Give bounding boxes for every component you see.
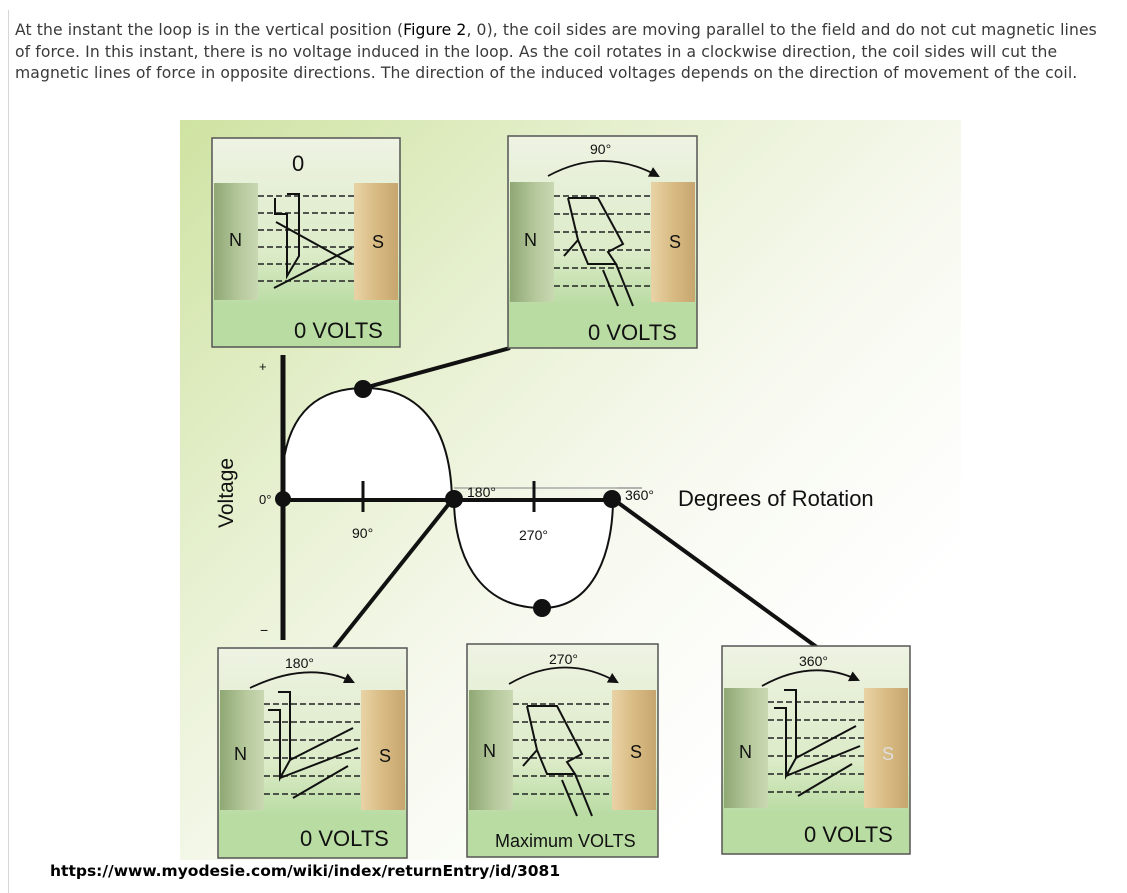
figure-svg: Voltage + − 0° 90° 180° 270° 360° Degree… (211, 135, 911, 859)
point-360 (603, 490, 621, 508)
panel-south-label: S (379, 746, 391, 766)
north-pole (724, 688, 768, 808)
flux-lines (264, 703, 361, 795)
generator-panel-0: 0 N S 0 VOLTS (211, 137, 401, 348)
minus-sign: − (260, 622, 268, 638)
flux-lines (513, 703, 612, 795)
panel-north-label: N (229, 230, 242, 250)
generator-panel-90: 90° N S 0 VOLTS (507, 135, 698, 349)
generator-panel-270: 270° N S Maximum VOLTS (466, 643, 659, 858)
panel-voltage: Maximum VOLTS (495, 831, 636, 851)
panel-angle: 270° (549, 651, 578, 667)
north-pole (220, 690, 264, 810)
panel-north-label: N (483, 741, 496, 761)
tick-label-180: 180° (467, 484, 496, 500)
paragraph-text-before: At the instant the loop is in the vertic… (15, 21, 404, 39)
connector-360 (611, 497, 820, 650)
panel-angle: 0 (292, 151, 304, 176)
origin-label: 0° (259, 492, 271, 507)
panel-south-label: S (882, 744, 894, 764)
panel-voltage: 0 VOLTS (804, 822, 893, 847)
south-pole (864, 688, 908, 808)
panel-voltage: 0 VOLTS (300, 826, 389, 851)
panel-angle: 180° (285, 655, 314, 671)
point-0 (275, 491, 291, 507)
north-pole (214, 183, 258, 300)
page-left-rule (8, 10, 9, 893)
panel-north-label: N (524, 230, 537, 250)
flux-lines (258, 195, 354, 282)
rotation-axis-label: Degrees of Rotation (678, 486, 874, 511)
north-pole (510, 182, 554, 302)
paragraph-text-after: , 0), the coil sides are moving parallel… (15, 21, 1097, 82)
south-pole (612, 690, 656, 810)
tick-label-90: 90° (352, 525, 373, 541)
point-270 (533, 599, 551, 617)
connector-90 (363, 346, 511, 390)
source-url: https://www.myodesie.com/wiki/index/retu… (50, 862, 561, 880)
coil-loop (273, 193, 353, 289)
south-pole (354, 183, 398, 300)
tick-label-360: 360° (625, 487, 654, 503)
positive-half-cycle (282, 386, 454, 500)
coil-loop (268, 691, 359, 799)
connector-180 (332, 498, 454, 650)
generator-panel-180: 180° N S 0 VOLTS (217, 647, 408, 859)
voltage-axis-label: Voltage (215, 458, 238, 528)
coil-loop (774, 689, 861, 797)
panel-angle: 360° (799, 653, 828, 669)
panel-voltage: 0 VOLTS (294, 318, 383, 343)
panel-angle: 90° (590, 141, 611, 157)
point-90 (354, 380, 372, 398)
rotation-voltage-figure: Voltage + − 0° 90° 180° 270° 360° Degree… (180, 120, 961, 860)
rotation-arrow (547, 160, 660, 178)
plus-sign: + (259, 359, 267, 374)
coil-loop (522, 705, 593, 817)
north-pole (469, 690, 513, 810)
panel-voltage: 0 VOLTS (588, 320, 677, 345)
tick-label-270: 270° (519, 527, 548, 543)
panel-south-label: S (372, 232, 384, 252)
rotation-arrow (249, 671, 355, 689)
flux-lines (554, 195, 651, 287)
rotation-arrow (508, 666, 619, 685)
south-pole (651, 182, 695, 302)
point-180 (445, 490, 463, 508)
south-pole (361, 690, 405, 810)
negative-half-cycle (452, 498, 615, 610)
generator-panel-360: 360° N S 0 VOLTS (721, 645, 911, 855)
panel-south-label: S (669, 232, 681, 252)
body-paragraph: At the instant the loop is in the vertic… (15, 20, 1115, 85)
coil-loop (563, 197, 634, 307)
rotation-arrow (761, 669, 860, 687)
flux-lines (768, 701, 864, 793)
panel-south-label: S (630, 742, 642, 762)
panel-north-label: N (234, 744, 247, 764)
figure-reference: Figure 2 (403, 21, 467, 39)
panel-north-label: N (739, 742, 752, 762)
